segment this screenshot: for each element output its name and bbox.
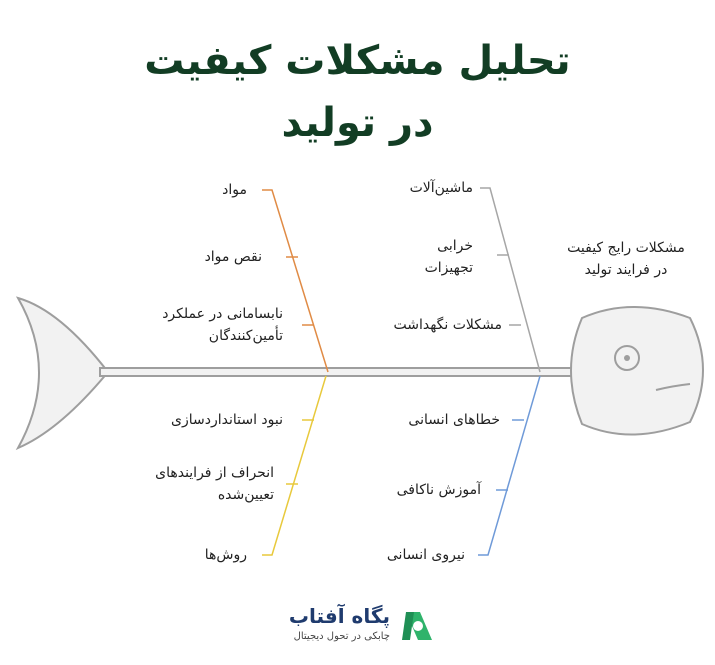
- fish-spine: [99, 367, 583, 377]
- category-label-people: نیروی انسانی: [386, 547, 465, 563]
- brand-tagline: چابکی در تحول دیجیتال: [293, 631, 390, 642]
- brand-name: پگاه آفتاب: [288, 604, 390, 628]
- diagram-title-line-1: تحلیل مشکلات کیفیت: [144, 38, 571, 84]
- label-maintenance-issues: مشکلات نگهداشت: [393, 317, 503, 333]
- label-human-errors: خطاهای انسانی: [408, 412, 500, 428]
- label-equipment-failure-2: تجهیزات: [424, 260, 473, 276]
- bone-materials: [262, 189, 329, 373]
- category-label-methods: روش‌ها: [204, 547, 247, 563]
- bone-people: [478, 375, 541, 556]
- bone-machines: [480, 187, 541, 373]
- label-process-deviation-1: انحراف از فرایندهای: [155, 465, 274, 481]
- category-label-machines: ماشین‌آلات: [409, 180, 473, 196]
- label-process-deviation-2: تعیین‌شده: [217, 487, 274, 503]
- label-supplier-irregularity-2: تأمین‌کنندگان: [208, 328, 283, 344]
- brand-mark-icon: [402, 612, 432, 640]
- head-label-line-1: مشکلات رایج کیفیت: [567, 240, 685, 256]
- brand-logo: پگاه آفتاب چابکی در تحول دیجیتال: [268, 604, 438, 648]
- diagram-title-line-2: در تولید: [281, 100, 434, 146]
- fish-mouth: [655, 383, 691, 391]
- label-supplier-irregularity-1: نابسامانی در عملکرد: [162, 306, 283, 322]
- label-no-standardization: نبود استانداردسازی: [171, 412, 283, 428]
- label-insufficient-training: آموزش ناکافی: [396, 482, 481, 498]
- fish-tail: [15, 296, 110, 451]
- category-label-materials: مواد: [222, 182, 247, 198]
- fish-pupil: [624, 355, 630, 361]
- bone-methods: [262, 375, 327, 556]
- head-label-line-2: در فرایند تولید: [584, 262, 668, 278]
- label-equipment-failure-1: خرابی: [437, 238, 473, 254]
- fish-head: [570, 306, 704, 436]
- label-material-defects: نقص مواد: [204, 249, 262, 265]
